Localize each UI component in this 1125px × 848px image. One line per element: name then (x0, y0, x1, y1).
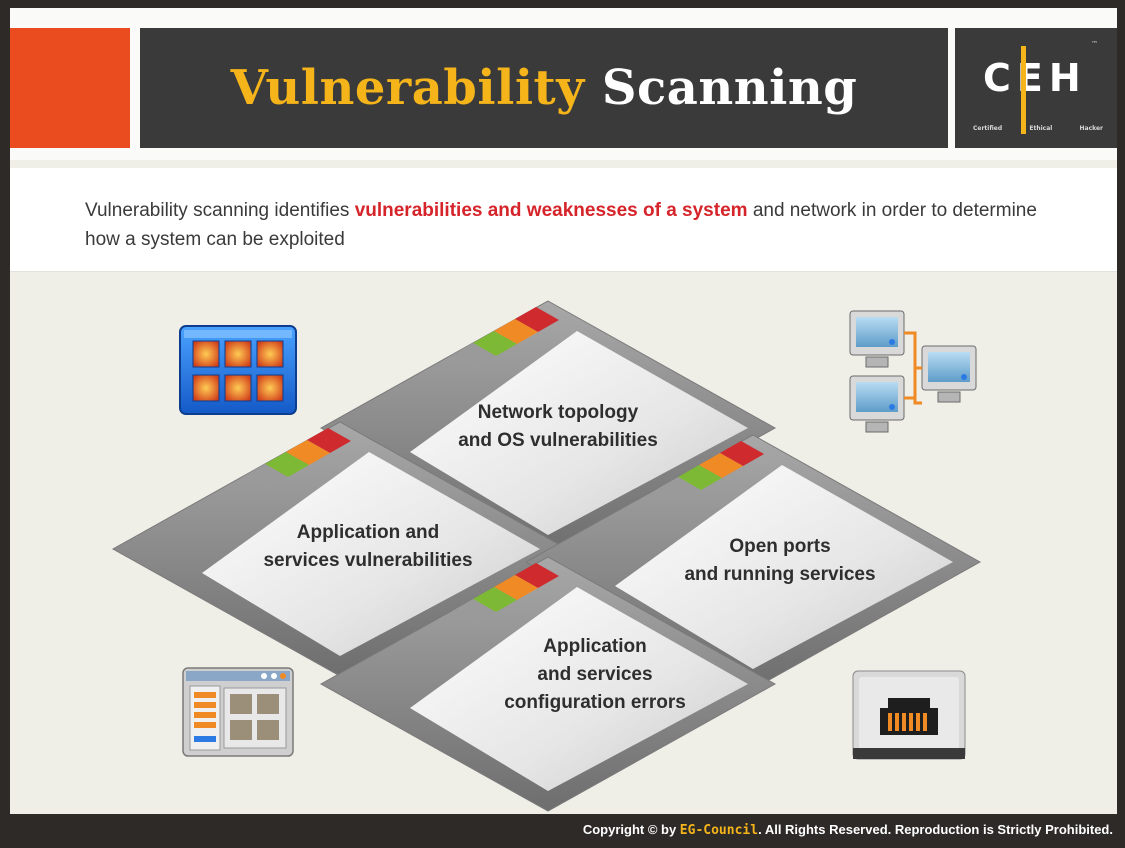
diamond-open-ports-line-2: and running services (684, 564, 875, 585)
diamond-diagram: Network topology and OS vulnerabilities … (111, 300, 982, 812)
ceh-logo: CEH ™ Certified Ethical Hacker (955, 28, 1117, 148)
diamond-app-services-vuln-line-1: Application and (297, 522, 440, 543)
logo-divider (1021, 46, 1026, 134)
copyright-notice: Copyright © by EG-Council. All Rights Re… (583, 822, 1113, 838)
diamond-config-errors: Application and services configuration e… (319, 556, 777, 812)
diamond-config-errors-line-1: Application (543, 636, 646, 657)
intro-after: and network in order to determine how a … (85, 200, 1037, 250)
diamond-network-topology-line-1: Network topology (478, 402, 639, 423)
page-title: Vulnerability Scanning (231, 60, 858, 116)
intro-band (10, 168, 1117, 272)
logo-letters: CEH (983, 56, 1087, 100)
logo-sub-hacker: Hacker (1079, 125, 1103, 132)
intro-text: Vulnerability scanning identifies vulner… (85, 196, 1045, 254)
app-grid-icon (179, 325, 297, 415)
window-panel-icon (182, 667, 294, 757)
diamond-config-errors-line-3: configuration errors (504, 692, 686, 713)
copyright-post: . All Rights Reserved. Reproduction is S… (758, 822, 1113, 837)
logo-sub-certified: Certified (973, 125, 1003, 132)
logo-trademark: ™ (1091, 40, 1098, 48)
network-computers-icon (849, 310, 977, 433)
intro-highlight: vulnerabilities and weaknesses of a syst… (354, 200, 748, 221)
diamond-network-topology-line-2: and OS vulnerabilities (458, 430, 658, 451)
logo-subtitle: Certified Ethical Hacker (973, 125, 1103, 132)
header-accent-block (10, 28, 130, 148)
header-title-bar: Vulnerability Scanning (140, 28, 948, 148)
logo-sub-ethical: Ethical (1029, 125, 1053, 132)
footer-bar: Copyright © by EG-Council. All Rights Re… (0, 814, 1125, 848)
diamond-app-services-vuln-line-2: services vulnerabilities (263, 550, 472, 571)
title-word-2: Scanning (601, 60, 858, 116)
slide: Vulnerability Scanning CEH ™ Certified E… (10, 8, 1117, 816)
intro-before: Vulnerability scanning identifies (85, 200, 355, 221)
title-word-1: Vulnerability (230, 60, 585, 116)
diamond-config-errors-line-2: and services (537, 664, 652, 685)
network-port-icon (852, 670, 966, 760)
copyright-brand: EG-Council (679, 823, 759, 838)
diamond-open-ports-line-1: Open ports (729, 536, 830, 557)
copyright-pre: Copyright © by (582, 822, 680, 837)
